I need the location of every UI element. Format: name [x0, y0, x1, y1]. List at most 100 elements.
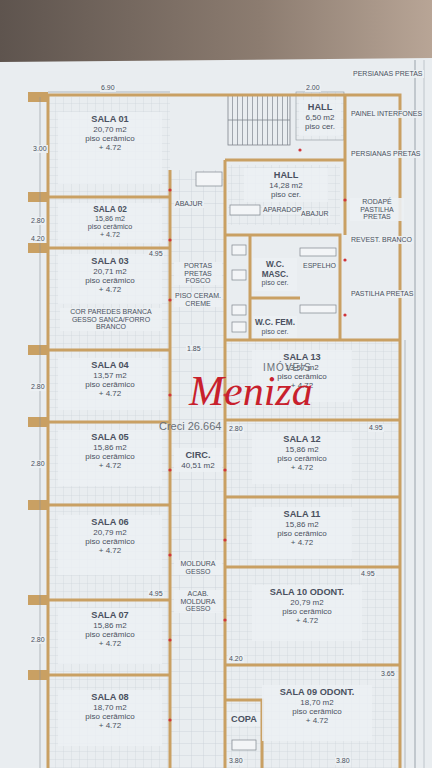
- room-note: 20,79 m2: [60, 528, 160, 537]
- room-box: SALA 09 ODONT.18,70 m2piso cerâmico+ 4.7…: [262, 685, 372, 741]
- dimension: 4.20: [30, 235, 46, 243]
- room-box: HALL14,28 m2piso cer.: [244, 168, 328, 202]
- room-note: + 4.72: [60, 546, 160, 555]
- watermark: Creci 26.664: [158, 420, 222, 432]
- room-box: W.C. FEM.piso cer.: [253, 316, 297, 338]
- room-name: SALA 13: [254, 352, 350, 363]
- room-note: 15,86 m2: [254, 445, 350, 454]
- finish-note: COR PAREDES BRANCA GESSO SANCA/FORRO BRA…: [60, 308, 162, 331]
- dimension: 2.80: [30, 217, 46, 225]
- room-note: piso cerâmico: [60, 223, 160, 231]
- finish-note: REVEST. BRANCO: [350, 236, 413, 244]
- room-box: SALA 0413,57 m2piso cerâmico+ 4.72: [58, 358, 162, 410]
- room-name: CIRC.: [176, 450, 220, 461]
- room-note: + 4.72: [254, 463, 350, 472]
- finish-note: ABAJUR: [300, 210, 330, 218]
- room-box: SALA 0620,79 m2piso cerâmico+ 4.72: [58, 515, 162, 575]
- room-note: 18,70 m2: [60, 703, 160, 712]
- finish-note: PORTAS PRETAS FOSCO: [174, 262, 222, 285]
- room-box: CIRC.40,51 m2: [174, 448, 222, 472]
- room-note: + 4.72: [60, 143, 160, 152]
- room-box: SALA 0515,86 m2piso cerâmico+ 4.72: [58, 430, 162, 486]
- room-note: 6,50 m2: [301, 113, 339, 122]
- room-name: SALA 04: [60, 360, 160, 371]
- dimension: 4.95: [148, 590, 164, 598]
- room-note: piso cerâmico: [60, 537, 160, 546]
- room-box: SALA 0715,86 m2piso cerâmico+ 4.72: [58, 608, 162, 664]
- dimension: 4.95: [368, 424, 384, 432]
- room-note: 18,70 m2: [264, 698, 370, 707]
- room-name: SALA 09 ODONT.: [264, 687, 370, 698]
- finish-note: PASTILHA PRETAS: [350, 290, 414, 298]
- room-note: 15,86 m2: [60, 215, 160, 223]
- room-box: W.C. MASC.piso cer.: [253, 258, 297, 291]
- finish-note: PERSIANAS PRETAS: [350, 150, 422, 158]
- room-note: piso cerâmico: [60, 630, 160, 639]
- dimension: 2.00: [305, 84, 321, 92]
- room-name: W.C. FEM.: [255, 318, 295, 328]
- room-note: piso cer.: [255, 328, 295, 336]
- room-box: SALA 0215,86 m2piso cerâmico+ 4.72: [58, 203, 162, 243]
- finish-note: ESPELHO: [302, 262, 337, 270]
- room-note: + 4.72: [60, 231, 160, 239]
- dimension: 3.80: [228, 757, 244, 765]
- room-note: piso cerâmico: [60, 452, 160, 461]
- room-name: SALA 07: [60, 610, 160, 621]
- room-name: SALA 03: [60, 256, 160, 267]
- room-note: 15,86 m2: [60, 443, 160, 452]
- table-background: [0, 0, 432, 66]
- dimension: 3.00: [32, 145, 48, 153]
- room-note: 20,71 m2: [60, 267, 160, 276]
- finish-note: PAINEL INTERFONES: [350, 110, 423, 118]
- room-note: piso cerâmico: [60, 276, 160, 285]
- finish-note: RODAPÉ PASTILHA PRETAS: [350, 198, 404, 221]
- room-note: piso cerâmico: [60, 712, 160, 721]
- dimension: 2.80: [228, 425, 244, 433]
- room-note: 15,86 m2: [254, 520, 350, 529]
- room-note: piso cerâmico: [254, 607, 360, 616]
- dimension: 2.80: [30, 460, 46, 468]
- room-note: + 4.72: [60, 285, 160, 294]
- room-note: 20,70 m2: [60, 125, 160, 134]
- dimension: 4.95: [360, 570, 376, 578]
- room-note: 15,86 m2: [60, 621, 160, 630]
- room-note: piso cer.: [246, 190, 326, 199]
- finish-note: ABAJUR: [174, 200, 204, 208]
- room-name: W.C. MASC.: [255, 260, 295, 279]
- room-box: SALA 0818,70 m2piso cerâmico+ 4.72: [58, 690, 162, 746]
- room-note: + 4.72: [60, 389, 160, 398]
- room-note: + 4.72: [264, 716, 370, 725]
- room-note: + 4.72: [60, 461, 160, 470]
- room-name: HALL: [301, 102, 339, 113]
- room-box: HALL6,50 m2piso cer.: [299, 100, 341, 136]
- room-note: 20,79 m2: [254, 598, 360, 607]
- room-note: 13,57 m2: [60, 371, 160, 380]
- room-note: piso cerâmico: [254, 454, 350, 463]
- room-box: SALA 0320,71 m2piso cerâmico+ 4.72: [58, 254, 162, 304]
- room-box: COPA: [228, 712, 260, 726]
- room-name: SALA 02: [60, 205, 160, 215]
- finish-note: PERSIANAS PRETAS: [352, 70, 424, 78]
- dimension: 2.80: [30, 636, 46, 644]
- room-note: 14,28 m2: [246, 181, 326, 190]
- room-note: piso cer.: [301, 122, 339, 131]
- dimension: 4.95: [148, 250, 164, 258]
- dimension: 3.80: [335, 757, 351, 765]
- room-note: + 4.72: [60, 721, 160, 730]
- room-name: SALA 05: [60, 432, 160, 443]
- dimension: 3.65: [380, 670, 396, 678]
- room-name: SALA 12: [254, 434, 350, 445]
- room-box: SALA 10 ODONT.20,79 m2piso cerâmico+ 4.7…: [252, 585, 362, 641]
- watermark: Meniza: [188, 368, 314, 414]
- paper: [0, 58, 432, 768]
- room-note: piso cer.: [255, 279, 295, 287]
- room-note: piso cerâmico: [60, 380, 160, 389]
- dimension: 4.20: [228, 655, 244, 663]
- room-note: + 4.72: [254, 538, 350, 547]
- finish-note: APARADOR: [262, 206, 303, 214]
- room-name: SALA 06: [60, 517, 160, 528]
- room-name: SALA 11: [254, 509, 350, 520]
- room-note: piso cerâmico: [264, 707, 370, 716]
- finish-note: PISO CERAM. CREME: [174, 292, 222, 307]
- finish-note: ACAB. MOLDURA GESSO: [174, 590, 222, 613]
